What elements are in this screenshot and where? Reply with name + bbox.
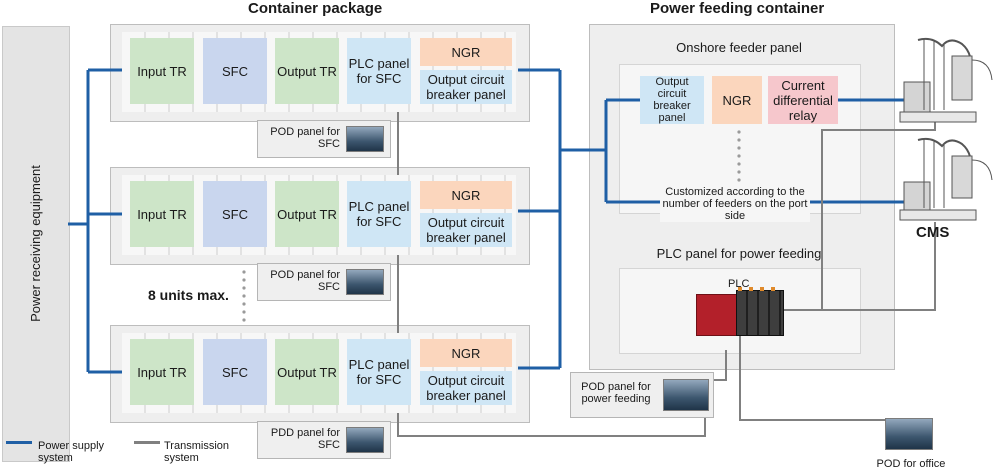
pod-panel-power-feeding: POD panel for power feeding — [570, 372, 714, 418]
units-max-label: 8 units max. — [148, 287, 229, 303]
legend-transmission-swatch — [134, 441, 160, 444]
ngr-1: NGR — [420, 38, 512, 66]
input-tr-3: Input TR — [130, 339, 194, 405]
dotted-connectors — [242, 130, 741, 322]
legend-power-label: Power supply system — [38, 440, 105, 464]
plc-panel-sfc-1: PLC panel for SFC — [347, 38, 411, 104]
power-receiving-equipment — [2, 26, 70, 462]
crane-icon — [899, 137, 993, 221]
feeder-output-circuit-breaker-panel: Output circuit breaker panel — [640, 76, 704, 124]
feeder-customized-note: Customized according to the number of fe… — [660, 186, 810, 222]
ngr-2: NGR — [420, 181, 512, 209]
monitor-icon — [885, 418, 933, 450]
pod-panel-sfc-2-label: POD panel for SFC — [270, 269, 340, 293]
crane-icon — [899, 37, 993, 123]
monitor-icon — [346, 126, 384, 152]
sfc-1: SFC — [203, 38, 267, 104]
pod-panel-power-feeding-label: POD panel for power feeding — [581, 381, 651, 405]
output-circuit-breaker-panel-1: Output circuit breaker panel — [420, 70, 512, 104]
plc-power-feeding-title: PLC panel for power feeding — [656, 246, 822, 261]
monitor-icon — [346, 269, 384, 295]
legend-transmission-label: Transmission system — [164, 440, 229, 464]
legend-power-swatch — [6, 441, 32, 444]
output-tr-2: Output TR — [275, 181, 339, 247]
pod-panel-sfc-1: POD panel for SFC — [257, 120, 391, 158]
sfc-2: SFC — [203, 181, 267, 247]
plc-panel-sfc-3: PLC panel for SFC — [347, 339, 411, 405]
output-circuit-breaker-panel-2: Output circuit breaker panel — [420, 213, 512, 247]
pod-office-label: POD for office — [876, 458, 946, 470]
current-differential-relay: Current differential relay — [768, 76, 838, 124]
sfc-3: SFC — [203, 339, 267, 405]
output-tr-3: Output TR — [275, 339, 339, 405]
plc-device-icon — [696, 287, 784, 336]
input-tr-2: Input TR — [130, 181, 194, 247]
pod-panel-sfc-1-label: POD panel for SFC — [270, 126, 340, 150]
power-supply-lines — [68, 68, 904, 374]
monitor-icon — [663, 379, 709, 411]
cms-label: CMS — [916, 224, 950, 241]
plc-panel-sfc-2: PLC panel for SFC — [347, 181, 411, 247]
onshore-feeder-title: Onshore feeder panel — [676, 40, 802, 55]
output-tr-1: Output TR — [275, 38, 339, 104]
ngr-3: NGR — [420, 339, 512, 367]
power-feeding-container-title: Power feeding container — [650, 0, 825, 17]
pod-panel-sfc-2: POD panel for SFC — [257, 263, 391, 301]
output-circuit-breaker-panel-3: Output circuit breaker panel — [420, 371, 512, 405]
pod-panel-sfc-3: PDD panel for SFC — [257, 421, 391, 459]
feeder-ngr: NGR — [712, 76, 762, 124]
container-package-title: Container package — [248, 0, 383, 17]
pod-panel-sfc-3-label: PDD panel for SFC — [270, 427, 340, 451]
input-tr-1: Input TR — [130, 38, 194, 104]
monitor-icon — [346, 427, 384, 453]
